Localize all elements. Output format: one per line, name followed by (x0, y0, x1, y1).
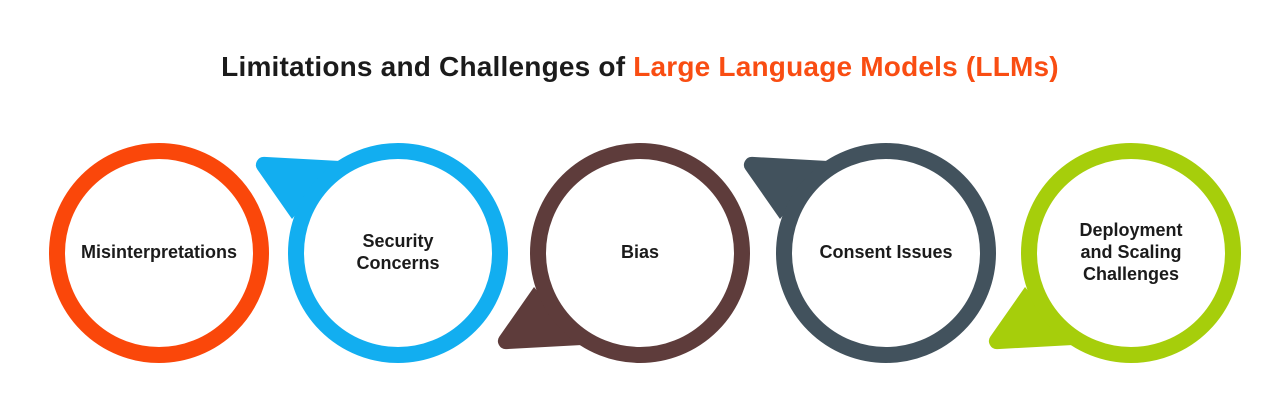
title-accent-text: Large Language Models (LLMs) (633, 51, 1059, 82)
circle-bias (530, 143, 750, 363)
tail-upper-left-consent-issues (743, 156, 828, 219)
tail-upper-left-security-concerns (255, 156, 340, 219)
circle-security-concerns (288, 143, 508, 363)
circle-misinterpretations (49, 143, 269, 363)
bubble-security-concerns (255, 143, 508, 363)
tail-lower-left-deployment-scaling (988, 287, 1073, 350)
circle-consent-issues (776, 143, 996, 363)
bubble-bias (497, 143, 750, 363)
bubble-misinterpretations (49, 143, 269, 363)
bubble-deployment-scaling (988, 143, 1241, 363)
tail-lower-left-bias (497, 287, 582, 350)
bubble-consent-issues (743, 143, 996, 363)
page-title: Limitations and Challenges of Large Lang… (0, 50, 1280, 84)
title-text: Limitations and Challenges of (221, 51, 634, 82)
circle-deployment-scaling (1021, 143, 1241, 363)
